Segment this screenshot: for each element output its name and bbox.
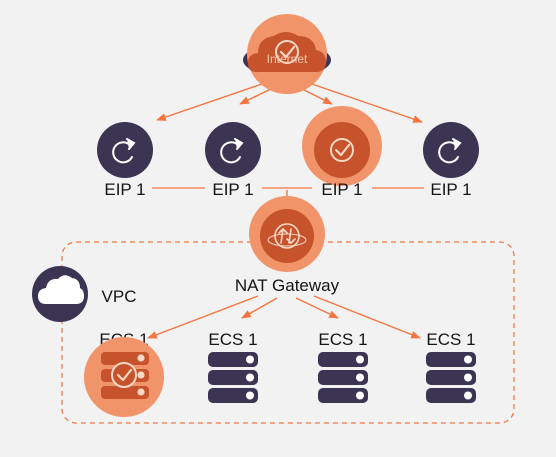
ecs-node-2[interactable]: ECS 1 xyxy=(208,330,258,403)
ecs-label-3: ECS 1 xyxy=(318,330,367,349)
arrow-nat-ecs-4 xyxy=(313,295,421,339)
cloud-icon xyxy=(38,275,84,304)
nat-gateway-label: NAT Gateway xyxy=(235,276,340,295)
nat-gateway-icon xyxy=(267,223,307,249)
ecs-label-4: ECS 1 xyxy=(426,330,475,349)
nat-gateway-node[interactable]: NAT Gateway xyxy=(235,196,340,295)
arrow-nat-ecs-3 xyxy=(295,297,339,319)
server-check-icon xyxy=(101,352,149,399)
eip-node-3[interactable]: EIP 1 xyxy=(302,106,382,199)
arrow-nat-ecs-1 xyxy=(147,295,259,339)
ecs-node-3[interactable]: ECS 1 xyxy=(318,330,368,403)
eip-label-2: EIP 1 xyxy=(212,180,253,199)
ecs-node-1[interactable]: ECS 1 xyxy=(84,330,164,417)
ecs-label-2: ECS 1 xyxy=(208,330,257,349)
eip-label-1: EIP 1 xyxy=(104,180,145,199)
server-icon xyxy=(318,352,368,403)
internet-label: Internet xyxy=(267,52,308,66)
cloud-check-icon xyxy=(275,40,299,64)
server-icon xyxy=(426,352,476,403)
arrow-internet-eip-1 xyxy=(156,83,263,121)
eip-node-4[interactable]: EIP 1 xyxy=(423,122,479,199)
eip-label-3: EIP 1 xyxy=(321,180,362,199)
vpc-label: VPC xyxy=(102,287,137,306)
vpc-badge: VPC xyxy=(32,266,136,322)
eip-plug-icon xyxy=(438,138,462,164)
eip-node-1[interactable]: EIP 1 xyxy=(97,122,153,199)
server-icon xyxy=(208,352,258,403)
internet-node: Internet xyxy=(243,14,331,94)
cloud-shape xyxy=(248,32,326,72)
check-icon xyxy=(330,138,354,162)
ecs-node-4[interactable]: ECS 1 xyxy=(426,330,476,403)
arrow-nat-ecs-2 xyxy=(241,297,278,319)
eip-node-2[interactable]: EIP 1 xyxy=(205,122,261,199)
eip-label-4: EIP 1 xyxy=(430,180,471,199)
nat-to-ecs-arrows xyxy=(147,295,421,339)
eip-plug-icon xyxy=(112,138,136,164)
arrow-internet-eip-4 xyxy=(311,83,423,123)
eip-plug-icon xyxy=(220,138,244,164)
